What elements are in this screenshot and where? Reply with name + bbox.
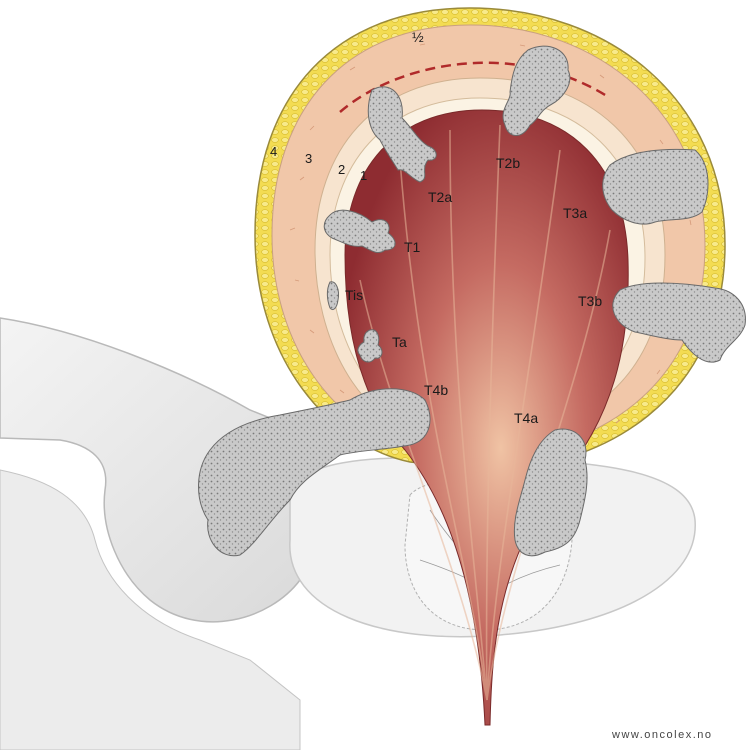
- muscle-boundary-dashed: [339, 61, 611, 113]
- tumor-t2b: [502, 45, 571, 136]
- bladder-wall: [254, 7, 726, 726]
- tumors: [198, 45, 746, 557]
- stage-label-t3a: T3a: [563, 205, 587, 221]
- pelvic-bone-inner: [0, 469, 301, 750]
- stage-label-t3b: T3b: [578, 293, 602, 309]
- tumor-tis: [326, 281, 339, 311]
- layer-label-1: 1: [360, 168, 367, 183]
- layer-label-4: 4: [270, 144, 277, 159]
- tumor-t1: [323, 209, 396, 253]
- stage-label-t4b: T4b: [424, 382, 448, 398]
- stage-label-t2a: T2a: [428, 189, 452, 205]
- credit-text: www.oncolex.no: [611, 729, 713, 741]
- tumor-t3a: [602, 148, 709, 225]
- tumor-t2a: [367, 86, 437, 183]
- layer-label-3: 3: [305, 151, 312, 166]
- tumor-t4a: [513, 428, 588, 557]
- stage-label-t4a: T4a: [514, 410, 538, 426]
- stage-label-tis: Tis: [345, 287, 363, 303]
- tumor-ta: [357, 329, 383, 363]
- stage-label-t1: T1: [404, 239, 421, 255]
- stage-label-ta: Ta: [392, 334, 407, 350]
- stage-label-t2b: T2b: [496, 155, 520, 171]
- tumor-t3b: [612, 282, 746, 363]
- tumor-t4b: [198, 388, 431, 557]
- layer-label-2: 2: [338, 162, 345, 177]
- layer-label-half: ½: [412, 29, 424, 45]
